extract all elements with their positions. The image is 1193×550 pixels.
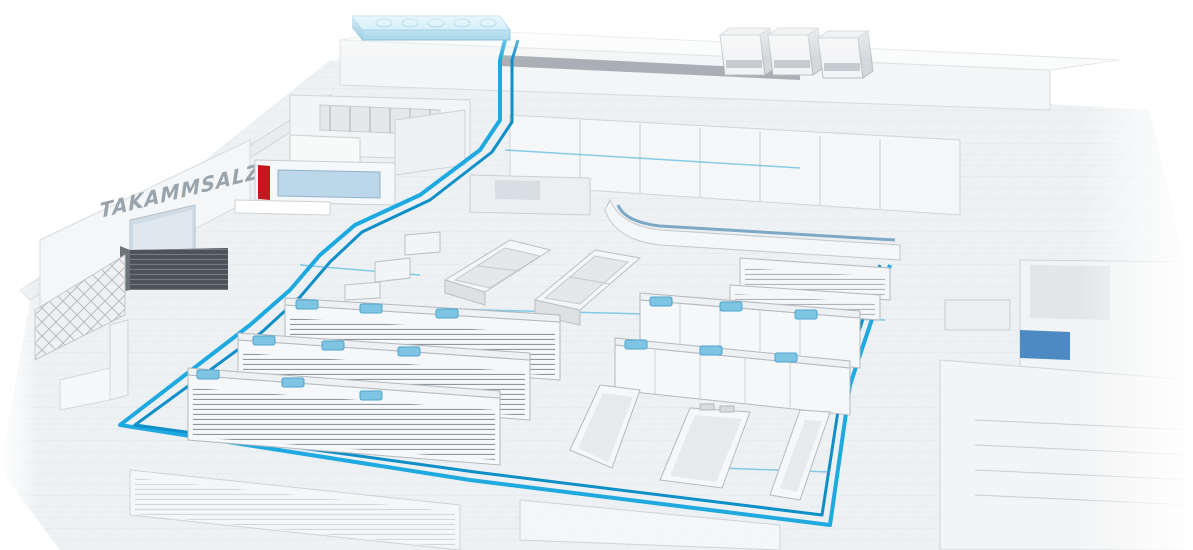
dark-glass-display	[120, 246, 228, 292]
refrigerated-shelf-row	[187, 367, 501, 466]
freezer-island	[769, 409, 831, 501]
small-display-island	[344, 231, 441, 301]
vignette-right	[1080, 0, 1193, 550]
freezer-island	[659, 403, 751, 489]
refrigerant-line	[118, 39, 892, 527]
back-office-rooms	[234, 94, 471, 216]
checkout-partition	[59, 319, 129, 411]
freezer-island	[569, 384, 641, 469]
open-chest-freezer	[533, 249, 642, 326]
vignette-left	[0, 0, 40, 550]
evaporator-unit	[624, 296, 818, 363]
store-entrance-wall	[19, 94, 342, 311]
vignette-top	[0, 0, 1193, 60]
service-counter	[604, 198, 901, 261]
back-service-rooms	[469, 114, 961, 216]
open-chest-freezer	[443, 239, 552, 306]
foreground-shelving	[129, 469, 781, 550]
evaporator-unit	[196, 299, 459, 401]
